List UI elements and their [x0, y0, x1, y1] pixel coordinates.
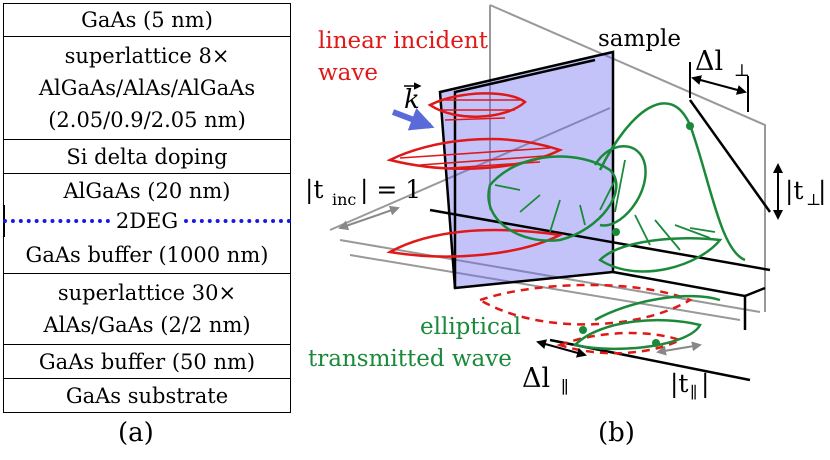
- layer-algaas-spacer: AlGaAs (20 nm): [3, 173, 291, 207]
- field-arrow: [689, 227, 716, 233]
- transmitted-field-arrows: [494, 159, 716, 251]
- dl-perp-label: Δl ⊥: [695, 46, 750, 81]
- incident-projection-dashed: [476, 283, 693, 326]
- transmitted-helix-3: [598, 236, 723, 273]
- dl-par-arrow: [536, 339, 587, 358]
- layer-text: AlGaAs (20 nm): [63, 178, 231, 203]
- field-arrow: [579, 204, 586, 226]
- layer-gaas-substrate: GaAs substrate: [3, 378, 291, 413]
- dl-perp-sub: ⊥: [734, 61, 750, 81]
- field-line: [419, 155, 546, 166]
- field-arrow: [519, 194, 541, 213]
- sample-plate-edge: [453, 58, 596, 288]
- transmitted-par-projection: [572, 318, 702, 351]
- marker-dot: [686, 122, 694, 130]
- t-par-text: |t: [670, 369, 688, 399]
- layer-text: superlattice 8×: [64, 44, 230, 68]
- t-par-label: |t ∥ |: [670, 369, 709, 402]
- sample-plate: [438, 50, 615, 290]
- twodeg-dots-right: [184, 219, 291, 223]
- incident-ellipse-low: [386, 228, 565, 258]
- front-frame-corner: [744, 286, 766, 298]
- marker-dot: [652, 339, 660, 347]
- t-inc-text: |t: [305, 175, 323, 205]
- layer-text: (2.05/0.9/2.05 nm): [48, 108, 246, 132]
- marker-dot: [612, 228, 620, 236]
- t-perp-label: |t ⊥ |: [785, 176, 826, 209]
- field-line: [399, 147, 551, 159]
- dl-par-text: Δl: [522, 363, 550, 394]
- transmitted-perp-curve: [598, 102, 746, 262]
- dl-perp-arrow: [691, 75, 747, 95]
- sample-label: sample: [598, 26, 681, 52]
- incident-ellipse-top: [386, 137, 564, 170]
- layer-text: GaAs substrate: [65, 383, 229, 408]
- incident-wave: [386, 92, 693, 355]
- field-arrow: [494, 184, 521, 191]
- t-par-sub: ∥: [690, 383, 697, 402]
- field-arrow: [634, 214, 651, 246]
- layer-text: AlGaAs/AlAs/AlGaAs: [38, 76, 256, 100]
- panel-b-label: (b): [598, 418, 635, 448]
- back-frame-top: [489, 4, 766, 312]
- field-arrow: [599, 179, 616, 211]
- t-inc-arrow: [338, 205, 400, 231]
- twodeg-line: 2DEG: [3, 206, 291, 236]
- t-par-arrow: [656, 341, 702, 356]
- incident-label-line2: wave: [318, 60, 378, 86]
- incident-ellipse-small: [427, 92, 527, 118]
- dl-par-label: Δl ∥: [522, 363, 569, 398]
- layer-text: AlAs/GaAs (2/2 nm): [43, 313, 251, 337]
- twodeg-dots-left: [3, 219, 110, 223]
- dl-par-sub: ∥: [561, 378, 569, 398]
- floor-line-2: [349, 254, 741, 321]
- marker-dot: [579, 326, 587, 334]
- k-label: k: [404, 85, 420, 115]
- field-arrow: [674, 224, 711, 239]
- panel-a-label: (a): [118, 418, 154, 448]
- t-par-bar: |: [701, 369, 709, 399]
- layer-text: superlattice 30×: [57, 281, 237, 305]
- t-perp-bar: |: [818, 176, 826, 206]
- layer-superlattice-30x: superlattice 30× AlAs/GaAs (2/2 nm): [3, 273, 291, 345]
- twodeg-label: 2DEG: [115, 209, 179, 233]
- transmitted-par-curve: [594, 294, 721, 322]
- transmitted-label-line1: elliptical: [420, 314, 521, 340]
- t-inc-sub: inc: [332, 190, 356, 209]
- transmitted-helix-1: [487, 155, 618, 242]
- transmitted-markers: [579, 122, 694, 347]
- propagation-axis: [429, 208, 771, 272]
- transmitted-label-line2: transmitted wave: [308, 346, 512, 372]
- layer-gaas-buffer-1000: GaAs buffer (1000 nm): [3, 236, 291, 274]
- field-arrow: [654, 219, 681, 251]
- front-frame: [429, 99, 772, 382]
- perp-axis: [688, 99, 772, 213]
- t-inc-label: |t inc | = 1: [305, 175, 421, 209]
- layer-gaas-cap: GaAs (5 nm): [3, 3, 291, 37]
- layer-text: GaAs (5 nm): [81, 8, 213, 32]
- field-line: [444, 117, 506, 121]
- layer-text: GaAs buffer (50 nm): [38, 349, 256, 374]
- incident-label-line1: linear incident: [318, 28, 489, 54]
- layer-text: GaAs buffer (1000 nm): [25, 242, 269, 267]
- layer-text: Si delta doping: [66, 144, 228, 169]
- t-perp-sub: ⊥: [806, 190, 821, 209]
- t-perp-text: |t: [785, 176, 803, 206]
- field-arrow: [614, 159, 626, 213]
- t-inc-eq: | = 1: [360, 175, 421, 205]
- field-arrow: [549, 199, 561, 233]
- dl-perp-text: Δl: [695, 46, 723, 77]
- k-arrow: [391, 107, 435, 131]
